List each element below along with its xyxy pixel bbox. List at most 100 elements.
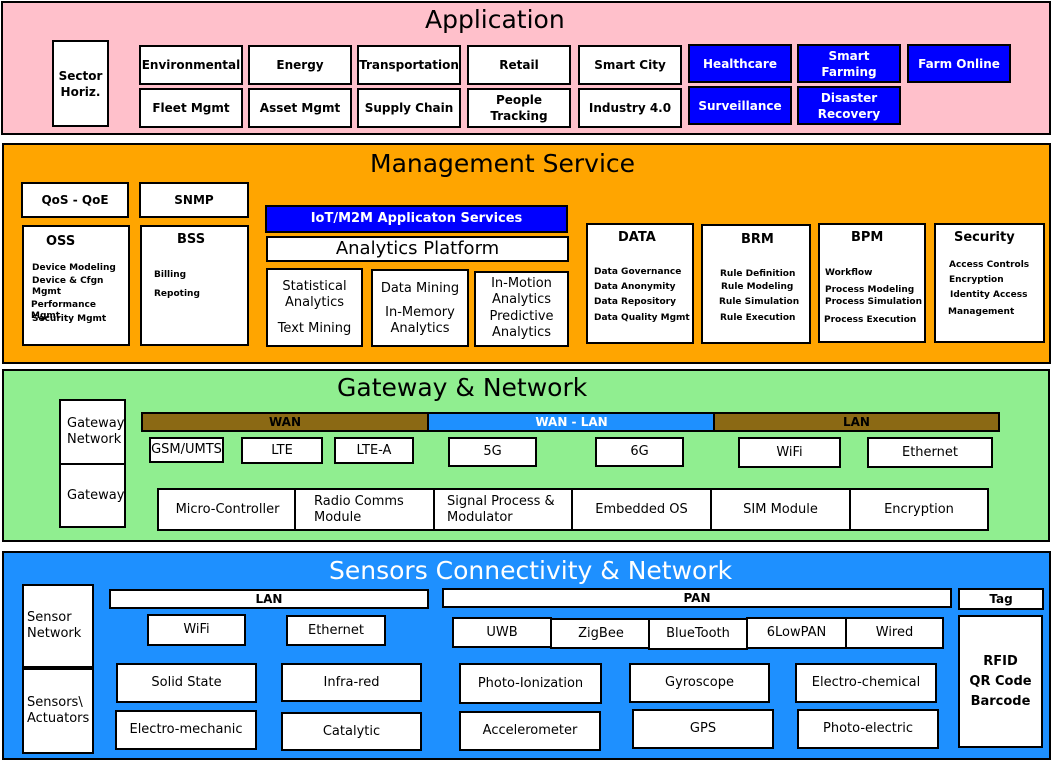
management-layer: Management Service QoS - QoE SNMP OSS De… [2, 143, 1051, 364]
wifi-box: WiFi [738, 437, 841, 468]
app-fleet-mgmt: Fleet Mgmt [139, 88, 243, 128]
bss-item: Billing [154, 270, 187, 280]
app-environmental: Environmental [139, 45, 243, 85]
bss-item: Repoting [154, 289, 200, 299]
app-farm-online: Farm Online [907, 44, 1011, 83]
qos-qoe-box: QoS - QoE [21, 182, 129, 218]
sensors-actuators-label: Sensors\ Actuators [22, 668, 94, 754]
security-title: Security [954, 230, 1015, 245]
text-mining: Text Mining [268, 320, 361, 338]
signal-process-box: Signal Process & Modulator [433, 488, 574, 531]
gateway-layer: Gateway & Network Gateway Network Gatewa… [2, 369, 1050, 542]
sensors-tag-bar: Tag [958, 588, 1044, 610]
app-smart-city: Smart City [578, 45, 682, 85]
sensors-lan-bar: LAN [109, 589, 429, 609]
rfid-qr-barcode-box: RFID QR Code Barcode [958, 615, 1043, 748]
bpm-card: BPM Workflow Process Modeling Process Si… [818, 223, 926, 343]
data-title: DATA [618, 230, 656, 245]
security-item: Encryption [949, 275, 1004, 285]
bpm-item: Process Execution [824, 315, 917, 325]
app-retail: Retail [467, 45, 571, 85]
application-title: Application [425, 5, 565, 34]
app-energy: Energy [248, 45, 352, 85]
sensors-ethernet-box: Ethernet [286, 615, 386, 646]
bss-card: BSS Billing Repoting [140, 225, 249, 346]
zigbee-box: ZigBee [550, 618, 652, 649]
bpm-item: Workflow [825, 268, 873, 278]
snmp-box: SNMP [139, 182, 249, 218]
sensor-network-label: Sensor Network [22, 584, 94, 668]
bluetooth-box: BlueTooth [648, 618, 748, 650]
data-mining: Data Mining [373, 280, 467, 298]
app-smart-farming: Smart Farming [797, 44, 901, 83]
brm-item: Rule Simulation [719, 297, 800, 307]
electro-mechanic-box: Electro-mechanic [115, 710, 257, 750]
lte-box: LTE [241, 437, 323, 464]
solid-state-box: Solid State [116, 663, 257, 703]
brm-item: Rule Definition [720, 269, 796, 279]
catalytic-box: Catalytic [281, 712, 422, 751]
security-item: Management [948, 307, 1015, 317]
gyroscope-box: Gyroscope [629, 663, 770, 703]
brm-item: Rule Modeling [721, 282, 794, 292]
in-motion-analytics: In-Motion Analytics [476, 276, 567, 308]
data-item: Data Quality Mgmt [594, 313, 690, 323]
app-healthcare: Healthcare [688, 44, 792, 83]
sensors-layer: Sensors Connectivity & Network Sensor Ne… [2, 551, 1051, 760]
sim-module-box: SIM Module [710, 488, 851, 531]
brm-card: BRM Rule Definition Rule Modeling Rule S… [701, 224, 811, 344]
micro-controller-box: Micro-Controller [157, 488, 298, 531]
sensors-pan-bar: PAN [442, 588, 952, 608]
analytics-stat-card: Statistical Analytics Text Mining [266, 268, 363, 347]
sector-horizontal-label: Sector Horiz. [52, 40, 109, 127]
iot-m2m-services: IoT/M2M Applicaton Services [265, 205, 568, 233]
bpm-item: Process Simulation [825, 297, 922, 307]
security-item: Access Controls [949, 260, 1030, 270]
app-asset-mgmt: Asset Mgmt [248, 88, 352, 128]
security-item: Identity Access [950, 290, 1028, 300]
gps-box: GPS [632, 709, 774, 749]
oss-title: OSS [46, 234, 76, 249]
brm-item: Rule Execution [720, 313, 796, 323]
management-title: Management Service [370, 149, 636, 178]
6lowpan-box: 6LowPAN [746, 617, 847, 649]
bpm-item: Process Modeling [825, 285, 915, 295]
photo-ionization-box: Photo-Ionization [459, 663, 602, 704]
analytics-mining-card: Data Mining In-Memory Analytics [371, 269, 469, 347]
electro-chemical-box: Electro-chemical [795, 663, 937, 703]
lan-bar: LAN [713, 412, 1000, 432]
app-supply-chain: Supply Chain [357, 88, 461, 128]
embedded-os-box: Embedded OS [571, 488, 712, 531]
photo-electric-box: Photo-electric [797, 709, 939, 749]
wan-lan-bar: WAN - LAN [427, 412, 716, 432]
in-memory-analytics: In-Memory Analytics [373, 304, 467, 338]
gateway-network-label: Gateway Network [59, 399, 126, 465]
gsm-umts-box: GSM/UMTS [149, 437, 224, 463]
wan-bar: WAN [141, 412, 429, 432]
ethernet-box: Ethernet [867, 437, 993, 468]
data-card: DATA Data Governance Data Anonymity Data… [586, 223, 694, 344]
encryption-box: Encryption [849, 488, 989, 531]
uwb-box: UWB [452, 617, 552, 648]
lte-a-box: LTE-A [334, 437, 414, 464]
app-disaster-recovery: Disaster Recovery [797, 86, 901, 125]
6g-box: 6G [595, 437, 684, 467]
app-industry-4: Industry 4.0 [578, 88, 682, 128]
sensors-wifi-box: WiFi [147, 614, 246, 646]
wired-box: Wired [845, 617, 944, 649]
bss-title: BSS [177, 232, 206, 247]
oss-item: Security Mgmt [32, 314, 107, 324]
app-people-tracking: People Tracking [467, 88, 571, 128]
accelerometer-box: Accelerometer [459, 711, 601, 751]
predictive-analytics: Predictive Analytics [476, 309, 567, 341]
bpm-title: BPM [851, 230, 884, 245]
analytics-motion-card: In-Motion Analytics Predictive Analytics [474, 271, 569, 347]
gateway-label: Gateway [59, 463, 126, 528]
oss-item: Device & Cfgn Mgmt [32, 276, 104, 297]
gateway-title: Gateway & Network [337, 373, 588, 402]
infra-red-box: Infra-red [281, 663, 422, 702]
app-transportation: Transportation [357, 45, 461, 85]
oss-item: Device Modeling [32, 263, 116, 273]
oss-item: Performance Mgmt [31, 300, 96, 321]
application-layer: Application Sector Horiz. Environmental … [1, 1, 1051, 135]
